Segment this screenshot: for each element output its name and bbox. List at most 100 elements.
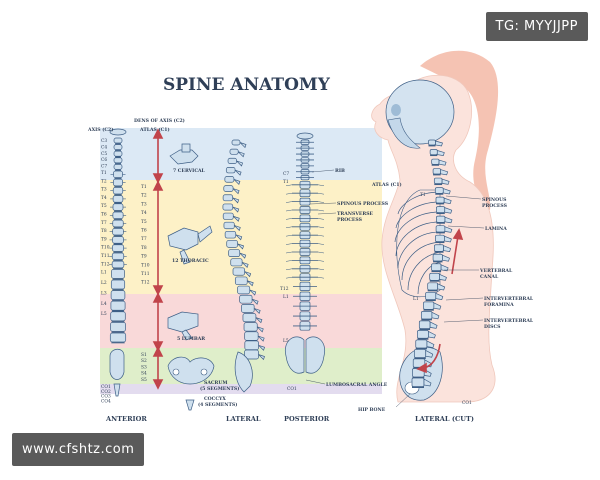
label-post-c7: C7 [283,172,289,177]
label-region-sacrum-sub: (5 SEGMENTS) [200,385,239,392]
label-post-t1: T1 [283,180,289,185]
label-region-coccyx: COCCYX [204,396,226,402]
posterior-rib [317,226,325,229]
lateral-vertebra [244,331,259,341]
ribs [394,191,441,295]
atlas-vertebra [109,128,127,136]
region-detail-icons [167,143,215,411]
cut-vertebra [434,187,444,194]
lateral-spinous-process [236,160,243,167]
cut-spinous-process [440,169,449,176]
cut-vertebra [431,158,440,165]
anterior-vertebra [110,290,126,300]
arrow-cut-thoracic [451,228,464,275]
lateral-vertebra [229,148,239,155]
label-cut-l1: L1 [413,297,419,302]
lateral-cut-leader-lines [395,195,485,408]
label-cut-canal: VERTEBRAL [479,268,513,274]
caption-lateral-cut: LATERAL (CUT) [415,415,474,423]
cut-disc [427,289,438,292]
cut-spinous-process [437,283,446,291]
anterior-level-label: L2 [101,281,107,286]
anterior-sacral-label: S1 [141,353,147,358]
anterior-disc [114,177,122,179]
anterior-level-label: T11 [101,254,110,259]
label-post-l5: L5 [283,339,289,344]
label-atlas: ATLAS (C1) [139,126,170,133]
anterior-disc [114,202,122,204]
lateral-spinous-process [237,151,245,158]
lateral-vertebra [224,230,237,239]
anterior-vertebra [112,195,124,203]
cut-spinous-process [443,245,452,252]
arrow-sacral [152,346,164,390]
cut-spinous-process [433,302,442,310]
anterior-disc [113,235,123,237]
anterior-sacral-label: S5 [141,378,147,383]
lateral-vertebra [224,176,235,183]
anterior-sacral-label: S4 [141,372,147,377]
anterior-level-label: C4 [101,145,107,150]
anterior-right-level-labels: T1T2T3T4T5T6T7T8T9T10T11T12S1S2S3S4S5CO1… [101,185,150,404]
label-cut-foramina: INTERVERTEBRAL [484,296,534,302]
cut-vertebra [418,320,431,329]
cut-disc [433,260,443,263]
cut-disc [436,222,446,224]
cut-vertebra [429,272,440,281]
cut-disc [436,212,445,215]
anterior-level-label: L5 [101,312,107,317]
lateral-spinous-process [253,308,261,315]
cut-vertebra [432,253,443,262]
watermark-bottom-left: www.cfshtz.com [12,433,145,466]
lateral-vertebra [228,249,241,258]
cut-spinous-process [442,254,450,262]
anterior-level-label: T6 [101,213,107,218]
lateral-spinous-process [232,188,240,195]
cut-vertebra [435,234,445,242]
anterior-level-label: L1 [101,271,107,276]
lateral-sacrum-shape [234,351,253,393]
arrow-cervical [152,128,164,184]
rib [417,261,441,295]
page-title: SPINE ANATOMY [163,75,331,95]
posterior-rib [285,260,293,262]
eye-socket [391,104,401,116]
cervical-vertebra-icon [169,143,199,165]
cut-disc [435,193,444,195]
anterior-level-label: T12 [101,262,110,267]
rib [401,241,441,281]
anterior-thoracic-label: T8 [141,246,147,251]
lateral-vertebra [231,139,241,146]
anterior-disc [114,210,122,212]
arrow-thoracic [152,180,164,296]
anterior-vertebra [113,144,123,150]
lateral-spinous-process [241,261,249,268]
lumbar-vertebra-icon [167,311,199,341]
lateral-vertebra [239,294,253,304]
cut-disc [431,164,440,166]
anterior-thoracic-label: T12 [141,281,150,286]
lateral-vertebra [243,322,258,332]
label-cut-spinous-sub: PROCESS [482,203,508,209]
anterior-coccyx-label: CO1 [101,385,111,390]
cut-vertebra [435,196,445,204]
label-region-lumbar: 5 LUMBAR [177,336,205,342]
lateral-spinous-process [233,215,240,222]
label-dens: DENS OF AXIS (C2) [134,117,185,124]
anterior-vertebra [109,332,127,343]
cut-disc [423,309,434,311]
anterior-vertebra [112,187,124,195]
cut-vertebra [436,206,446,213]
label-region-thoracic: 12 THORACIC [172,258,209,264]
rib [397,191,441,215]
cut-spinous-process [431,311,440,320]
posterior-rib [285,226,293,229]
label-cut-t1: T1 [420,193,426,198]
cut-disc [428,145,436,147]
cut-vertebra [420,311,433,320]
cut-disc [429,280,440,282]
anterior-level-label: T3 [101,188,107,193]
coccyx-shape [113,383,121,397]
lateral-spinous-process [234,225,241,232]
label-cut-canal-sub: CANAL [480,274,499,280]
